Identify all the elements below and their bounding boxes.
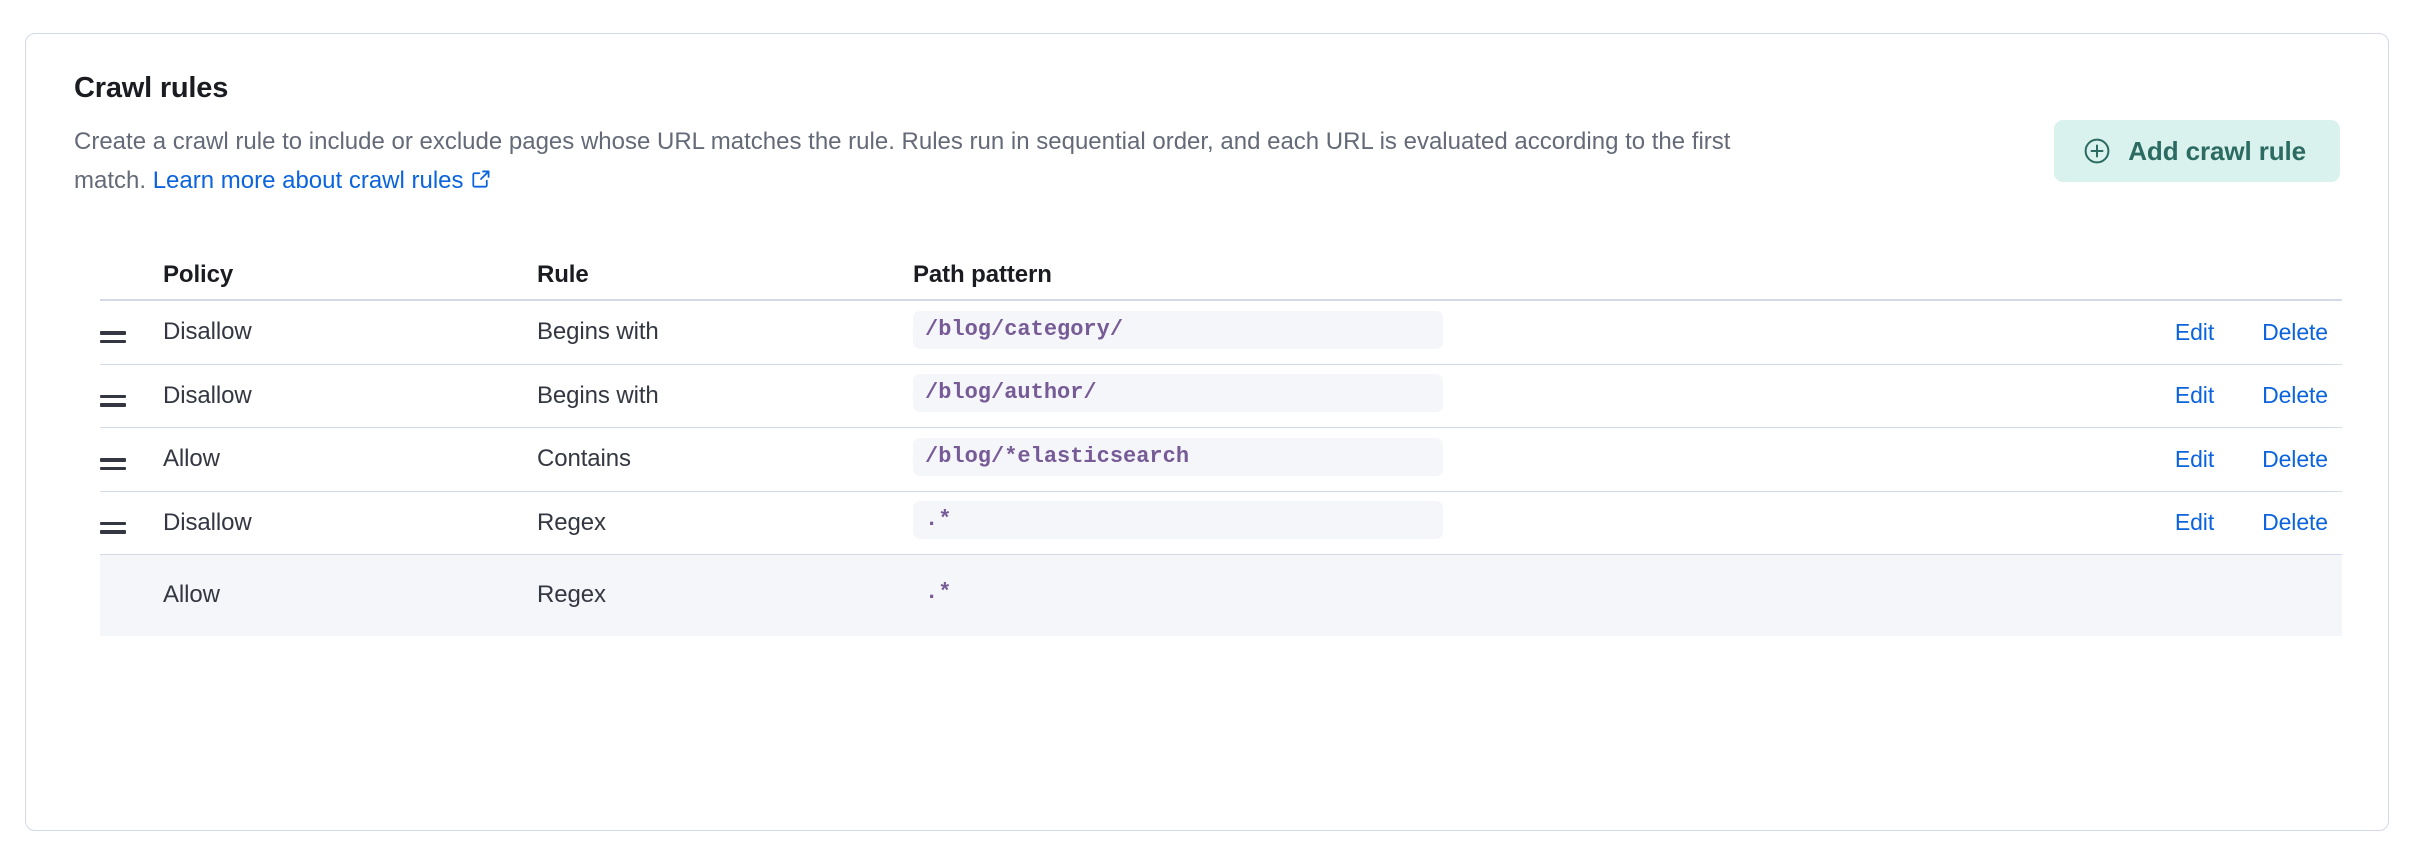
cell-path-pattern: .* xyxy=(913,501,2087,544)
description-text: Create a crawl rule to include or exclud… xyxy=(74,128,1731,194)
drag-handle-cell xyxy=(100,449,163,470)
cell-policy: Allow xyxy=(163,445,220,473)
drag-handle-icon[interactable] xyxy=(100,394,126,407)
learn-more-link[interactable]: Learn more about crawl rules xyxy=(153,167,492,194)
cell-policy: Disallow xyxy=(163,508,252,536)
add-crawl-rule-button[interactable]: Add crawl rule xyxy=(2054,120,2340,182)
cell-path-pattern: /blog/author/ xyxy=(913,374,2087,417)
cell-path-pattern: /blog/*elasticsearch xyxy=(913,437,2087,481)
path-pattern-code: /blog/*elasticsearch xyxy=(913,437,1443,476)
drag-handle-icon[interactable] xyxy=(100,458,126,470)
path-pattern-code: /blog/author/ xyxy=(913,374,1443,413)
drag-handle-cell xyxy=(100,512,163,534)
edit-link[interactable]: Edit xyxy=(2174,445,2215,472)
edit-link[interactable]: Edit xyxy=(2174,509,2215,536)
path-pattern-code: /blog/category/ xyxy=(913,310,1443,349)
cell-rule: Begins with xyxy=(537,381,659,409)
cell-actions: Edit Delete xyxy=(2087,446,2342,473)
table-row: Allow Regex .* xyxy=(100,553,2342,636)
path-pattern-code: .* xyxy=(925,579,952,605)
drag-handle-cell xyxy=(100,322,163,343)
table-row: Disallow Begins with/blog/author/Edit Dele… xyxy=(100,365,2342,428)
column-header-path-pattern: Path pattern xyxy=(913,261,1052,288)
delete-link[interactable]: Delete xyxy=(2262,318,2328,345)
cell-rule: Contains xyxy=(537,445,631,473)
edit-link[interactable]: Edit xyxy=(2174,318,2215,345)
crawl-rules-panel: Crawl rules Create a crawl rule to inclu… xyxy=(25,33,2389,831)
column-header-policy: Policy xyxy=(163,261,234,288)
cell-rule: Begins with xyxy=(537,318,659,346)
learn-more-label: Learn more about crawl rules xyxy=(152,167,464,194)
cell-path-pattern: /blog/category/ xyxy=(913,310,2087,354)
cell-actions: Edit Delete xyxy=(2087,382,2342,409)
cell-policy: Disallow xyxy=(163,381,252,409)
page-title: Crawl rules xyxy=(74,72,229,104)
drag-handle-cell xyxy=(100,385,163,407)
panel-description: Create a crawl rule to include or exclud… xyxy=(74,122,1774,202)
plus-circle-icon xyxy=(2082,136,2112,166)
table-row: Disallow Regex .* Edit Delete xyxy=(100,492,2342,555)
cell-actions: Edit Delete xyxy=(2087,319,2342,346)
column-header-rule: Rule xyxy=(537,261,589,288)
cell-rule: Regex xyxy=(537,508,606,536)
cell-rule: Regex xyxy=(537,581,606,608)
delete-link[interactable]: Delete xyxy=(2262,509,2328,536)
external-link-icon xyxy=(470,163,492,202)
cell-path-pattern: .* xyxy=(913,574,2087,617)
delete-link[interactable]: Delete xyxy=(2262,445,2328,472)
table-row: Allow Contains/blog/*elasticsearch Edit Del… xyxy=(100,428,2342,492)
drag-handle-icon[interactable] xyxy=(100,331,126,343)
path-pattern-code: .* xyxy=(913,501,1443,540)
delete-link[interactable]: Delete xyxy=(2262,382,2328,409)
table-header-row: Policy Rule Path pattern xyxy=(100,259,2342,301)
cell-policy: Disallow xyxy=(163,318,252,346)
cell-policy: Allow xyxy=(163,581,220,608)
cell-actions: Edit Delete xyxy=(2087,509,2342,536)
edit-link[interactable]: Edit xyxy=(2174,382,2215,409)
panel-header: Crawl rules Create a crawl rule to inclu… xyxy=(74,70,2340,202)
table-row: Disallow Begins with/blog/category/Edit De… xyxy=(100,301,2342,365)
add-crawl-rule-label: Add crawl rule xyxy=(2128,135,2306,166)
drag-handle-icon[interactable] xyxy=(100,521,126,534)
